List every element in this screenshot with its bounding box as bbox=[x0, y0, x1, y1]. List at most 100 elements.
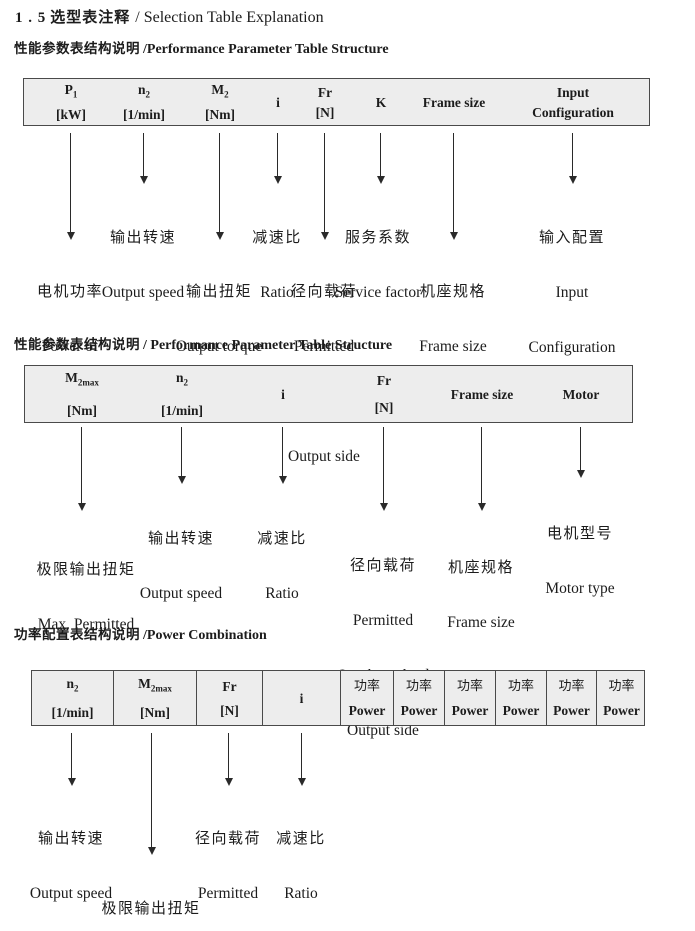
heading-en: / Performance Parameter Table Structure bbox=[143, 338, 393, 353]
unit: [Nm] bbox=[67, 402, 97, 418]
unit: Power bbox=[502, 702, 540, 718]
label-output-speed: 输出转速 Output speed bbox=[101, 228, 185, 301]
unit: [N] bbox=[374, 400, 394, 415]
unit: Power bbox=[603, 702, 640, 718]
column-header-fr: Fr[N] bbox=[285, 79, 365, 125]
down-arrow-icon bbox=[379, 427, 388, 511]
column-header-i: i bbox=[238, 79, 318, 125]
unit: Configuration bbox=[532, 104, 614, 120]
section-1-heading: 性能参数表结构说明/Performance Parameter Table St… bbox=[14, 37, 389, 58]
down-arrow-icon bbox=[77, 427, 86, 511]
down-arrow-icon bbox=[297, 733, 306, 786]
symbol: P bbox=[64, 81, 73, 97]
column-header-power-1: 功率 Power bbox=[340, 671, 393, 725]
column-header-n2: n2 [1/min] bbox=[137, 366, 227, 422]
heading-en: /Performance Parameter Table Structure bbox=[143, 42, 389, 57]
heading-zh: 功率配置表结构说明 bbox=[14, 627, 140, 643]
performance-parameter-table-1: P1[kW] n2[1/min] M2[Nm] i Fr[N] K Frame … bbox=[23, 78, 650, 126]
symbol: 功率 bbox=[507, 678, 534, 694]
unit: [N] bbox=[220, 702, 239, 718]
label-input-configuration: 输入配置 Input Configuration bbox=[528, 228, 616, 356]
down-arrow-icon bbox=[273, 133, 282, 184]
symbol: Frame size bbox=[450, 386, 514, 402]
symbol: Fr bbox=[222, 678, 237, 694]
column-header-power-2: 功率 Power bbox=[393, 671, 444, 725]
label-output-torque: 输出扭矩 Output torque bbox=[175, 282, 263, 355]
column-header-n2: n2[1/min] bbox=[104, 79, 184, 125]
symbol: 功率 bbox=[558, 678, 585, 694]
symbol: n bbox=[175, 370, 184, 386]
column-header-i: i bbox=[262, 671, 340, 725]
label-max-permitted-output-torque: 极限输出扭矩 Max. Permitted Output torque bbox=[101, 899, 201, 917]
subscript: 2max bbox=[150, 683, 172, 694]
symbol: i bbox=[299, 690, 304, 706]
unit: Power bbox=[400, 702, 438, 718]
symbol: M bbox=[138, 675, 151, 691]
down-arrow-icon bbox=[215, 133, 224, 240]
symbol: Frame size bbox=[422, 94, 486, 110]
unit: [Nm] bbox=[140, 705, 170, 721]
column-header-m2max: M2max[Nm] bbox=[37, 366, 127, 422]
symbol: Input bbox=[556, 84, 590, 100]
symbol: K bbox=[375, 94, 387, 110]
subscript: 2max bbox=[77, 377, 99, 388]
unit: [1/min] bbox=[161, 402, 203, 418]
label-service-factor: 服务系数 Service factor bbox=[334, 228, 422, 301]
page-title-en: / Selection Table Explanation bbox=[135, 9, 324, 26]
subscript: 2 bbox=[145, 89, 151, 100]
unit: Power bbox=[348, 702, 386, 718]
page-title-zh: 选型表注释 bbox=[50, 8, 131, 26]
down-arrow-icon bbox=[224, 733, 233, 786]
performance-parameter-table-2: M2max[Nm] n2[1/min] i Fr[N] Frame size M… bbox=[24, 365, 633, 423]
symbol: i bbox=[281, 386, 285, 402]
column-header-frame-size: Frame size bbox=[427, 366, 537, 422]
symbol: 功率 bbox=[405, 678, 432, 694]
column-header-p1: P1[kW] bbox=[31, 79, 111, 125]
symbol: n bbox=[137, 81, 146, 97]
column-header-m2: M2[Nm] bbox=[180, 79, 260, 125]
down-arrow-icon bbox=[576, 427, 585, 478]
heading-en: /Power Combination bbox=[143, 628, 267, 643]
section-2-heading: 性能参数表结构说明/ Performance Parameter Table S… bbox=[14, 333, 392, 354]
unit: Power bbox=[451, 702, 489, 718]
section-3-heading: 功率配置表结构说明/Power Combination bbox=[14, 623, 267, 644]
unit: [N] bbox=[315, 104, 335, 120]
unit: [Nm] bbox=[205, 107, 235, 123]
label-frame-size: 机座规格 Frame size bbox=[447, 558, 515, 631]
down-arrow-icon bbox=[67, 733, 76, 786]
subscript: 2 bbox=[74, 683, 79, 694]
column-header-motor: Motor bbox=[536, 366, 626, 422]
column-header-power-4: 功率 Power bbox=[495, 671, 546, 725]
power-combination-table: n2 [1/min] M2max [Nm] Fr [N] i 功率 Power 功率 Po… bbox=[31, 670, 645, 726]
column-header-fr: Fr [N] bbox=[196, 671, 262, 725]
symbol: M bbox=[211, 81, 225, 97]
column-header-frame-size: Frame size bbox=[404, 79, 504, 125]
label-motor-type: 电机型号 Motor type bbox=[545, 524, 615, 597]
down-arrow-icon bbox=[147, 733, 156, 855]
symbol: 功率 bbox=[353, 678, 380, 694]
subscript: 1 bbox=[72, 89, 78, 100]
down-arrow-icon bbox=[376, 133, 385, 184]
label-ratio: 减速比 Ratio bbox=[252, 228, 302, 301]
label-output-speed: 输出转速 Output speed bbox=[29, 829, 113, 902]
heading-zh: 性能参数表结构说明 bbox=[14, 41, 140, 57]
symbol: n bbox=[66, 675, 74, 691]
label-ratio: 减速比 Ratio bbox=[257, 529, 307, 602]
down-arrow-icon bbox=[449, 133, 458, 240]
down-arrow-icon bbox=[477, 427, 486, 511]
subscript: 2 bbox=[183, 377, 189, 388]
down-arrow-icon bbox=[320, 133, 329, 240]
column-header-i: i bbox=[238, 366, 328, 422]
unit: [1/min] bbox=[51, 705, 94, 721]
column-header-n2: n2 [1/min] bbox=[32, 671, 113, 725]
column-header-m2max: M2max [Nm] bbox=[113, 671, 196, 725]
symbol: Motor bbox=[562, 386, 600, 402]
label-overhung-load: 径向载荷 Permitted Overhung load Output side bbox=[337, 556, 430, 739]
symbol: Fr bbox=[376, 373, 392, 388]
